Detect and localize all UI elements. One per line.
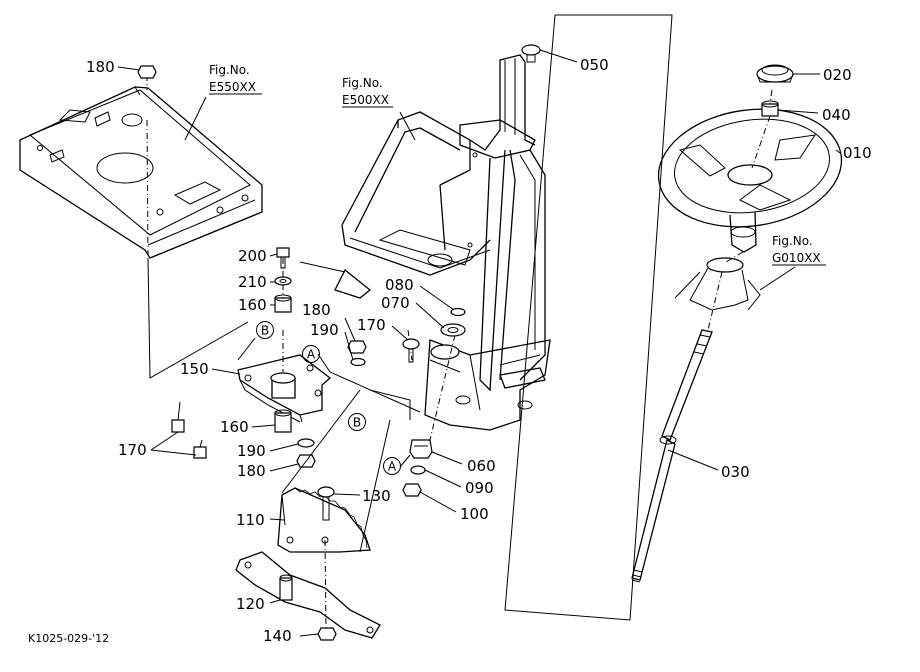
bushing-160-top — [274, 294, 292, 313]
washer-090 — [410, 465, 426, 475]
marker-a-upper: A — [302, 345, 320, 363]
marker-b-upper-label: B — [261, 324, 269, 338]
steering-wheel — [657, 108, 843, 253]
label-150: 150 — [180, 360, 209, 378]
seal-070 — [440, 323, 466, 337]
bracket-150 — [237, 354, 332, 423]
cap-020 — [756, 64, 794, 83]
nut-060 — [409, 439, 433, 459]
label-170-mid: 170 — [357, 316, 386, 334]
bolt-170-mid — [402, 338, 420, 363]
nut-180-mid — [347, 340, 367, 354]
steering-shaft-030 — [631, 329, 713, 583]
fig-ref-e550-line2: E550XX — [209, 80, 256, 94]
washer-190-mid — [350, 357, 366, 367]
marker-b-upper: B — [256, 321, 274, 339]
label-020: 020 — [823, 66, 852, 84]
bolt-170-left — [171, 401, 207, 459]
label-050: 050 — [580, 56, 609, 74]
shaft-boot — [674, 257, 761, 311]
marker-a-upper-label: A — [307, 348, 316, 362]
bolt-050 — [521, 44, 541, 63]
label-010: 010 — [843, 144, 872, 162]
marker-b-lower-label: B — [353, 416, 361, 430]
fig-ref-g010-line1: Fig.No. — [772, 234, 813, 248]
label-200: 200 — [238, 247, 267, 265]
fig-ref-e550-line1: Fig.No. — [209, 63, 250, 77]
label-160-top: 160 — [238, 296, 267, 314]
leader-lines — [117, 49, 841, 637]
washer-210 — [274, 276, 292, 286]
washer-190-low — [297, 438, 315, 448]
label-090: 090 — [465, 479, 494, 497]
fig-ref-g010-line2: G010XX — [772, 251, 821, 265]
marker-a-lower: A — [383, 457, 401, 475]
seat-plate — [19, 86, 263, 259]
fig-ref-e500-line1: Fig.No. — [342, 76, 383, 90]
label-080: 080 — [385, 276, 414, 294]
label-110: 110 — [236, 511, 265, 529]
bolt-130 — [317, 486, 335, 521]
label-190-low: 190 — [237, 442, 266, 460]
fig-ref-g010: Fig.No. G010XX — [772, 234, 826, 266]
fig-ref-e550: Fig.No. E550XX — [209, 63, 262, 95]
nut-100 — [402, 483, 422, 497]
label-070: 070 — [381, 294, 410, 312]
marker-b-lower: B — [348, 413, 366, 431]
drawing-code: K1025-029-'12 — [28, 632, 109, 645]
sector-gear-110 — [277, 487, 371, 553]
label-180-top: 180 — [86, 58, 115, 76]
label-120: 120 — [236, 595, 265, 613]
label-100: 100 — [460, 505, 489, 523]
nut-180-top — [137, 65, 157, 79]
fig-ref-e500: Fig.No. E500XX — [342, 76, 393, 108]
nut-140 — [317, 627, 337, 641]
part-labels: 180 200 210 160 180 190 170 150 160 190 … — [86, 56, 872, 645]
label-190-mid: 190 — [310, 321, 339, 339]
label-140: 140 — [263, 627, 292, 645]
label-030: 030 — [721, 463, 750, 481]
washer-080 — [450, 307, 466, 317]
label-170-left: 170 — [118, 441, 147, 459]
bushing-160-bottom — [274, 409, 292, 433]
label-060: 060 — [467, 457, 496, 475]
arm-120 — [235, 551, 381, 639]
steering-frame — [299, 54, 551, 431]
label-210: 210 — [238, 273, 267, 291]
marker-a-lower-label: A — [388, 460, 397, 474]
label-040: 040 — [822, 106, 851, 124]
label-160-bottom: 160 — [220, 418, 249, 436]
label-180-mid: 180 — [302, 301, 331, 319]
label-130: 130 — [362, 487, 391, 505]
label-180-low: 180 — [237, 462, 266, 480]
frame-panel-outline — [504, 14, 673, 621]
nut-040 — [761, 100, 779, 117]
fig-ref-e500-line2: E500XX — [342, 93, 389, 107]
